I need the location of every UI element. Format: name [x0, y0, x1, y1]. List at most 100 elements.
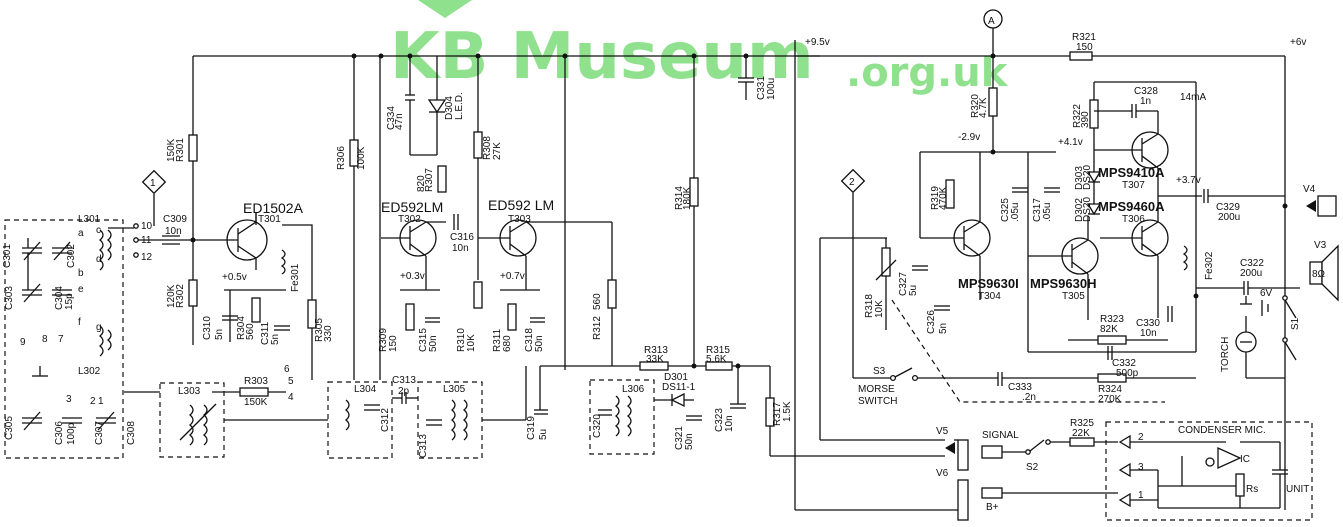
d303-type: DS20: [1082, 165, 1093, 190]
c323-value: 10n: [724, 415, 735, 432]
v4-jack-icon: [1306, 195, 1337, 217]
rail-plus6: +6v: [1290, 37, 1306, 48]
d304-label: D304: [444, 96, 455, 120]
t303-type: ED592 LM: [488, 197, 554, 213]
t302-ref: T302: [398, 214, 421, 225]
r308-value: 27K: [492, 142, 503, 160]
r321-label: R321: [1072, 32, 1096, 43]
c328-label: C328: [1134, 86, 1158, 97]
watermark-main: KB Museum: [390, 20, 814, 94]
t307-type: MPS9410A: [1098, 165, 1165, 180]
c322-value: 200u: [1240, 268, 1262, 279]
c301-label: C301: [2, 244, 13, 268]
pin-e: e: [78, 284, 84, 295]
pin-6: 6: [284, 364, 290, 375]
mic-title: CONDENSER MIC.: [1178, 425, 1266, 436]
d302-type: DS20: [1082, 197, 1093, 222]
t302-type: ED592LM: [381, 199, 443, 215]
r309-value: 150: [388, 335, 399, 352]
watermark: KB Museum .org.uk: [390, 0, 1009, 96]
c330-label: C330: [1136, 318, 1160, 329]
r323-value: 82K: [1100, 324, 1118, 335]
c326-value: 5n: [938, 323, 949, 334]
signal-label: SIGNAL: [982, 430, 1019, 441]
battery-6v-label: 6V: [1260, 288, 1273, 299]
t302-transistor: [381, 219, 446, 290]
s3-switch: [853, 367, 919, 382]
t305-ref: T305: [1062, 291, 1085, 302]
morse-switch-label: SWITCH: [858, 396, 897, 407]
r306-label: R306: [336, 146, 347, 170]
r314-value: 180K: [682, 186, 693, 210]
t307-ref: T307: [1122, 180, 1145, 191]
pin-12: 12: [141, 252, 153, 263]
c308-label: C308: [126, 421, 137, 445]
l302-label: L302: [78, 366, 101, 377]
ic-label: IC: [1240, 454, 1250, 465]
t306-ref: T306: [1122, 214, 1145, 225]
pin-2: 2: [90, 396, 96, 407]
mic-pin-3: 3: [1138, 462, 1144, 473]
c325-value: .05u: [1010, 203, 1021, 222]
r307-value: 820: [416, 175, 427, 192]
c318-value: 50n: [534, 335, 545, 352]
c312-label: C312: [380, 408, 391, 432]
fe302-label: Fe302: [1204, 251, 1215, 280]
c334-value: 47n: [394, 113, 405, 130]
r306-value: 100K: [356, 146, 367, 170]
c315-label: C315: [418, 328, 429, 352]
r325-label: R325: [1070, 418, 1094, 429]
c319-value: 5u: [538, 429, 549, 440]
c320-label: C320: [592, 414, 603, 438]
c321-value: 50n: [684, 433, 695, 450]
r318-label: R318: [864, 294, 875, 318]
t301-voltage: +0.5v: [222, 272, 247, 283]
c313-label: C313: [392, 375, 416, 386]
r305-value: 330: [323, 325, 334, 342]
watermark-leaf-icon: [418, 0, 472, 18]
unit-label: UNIT: [1286, 484, 1309, 495]
pin-g: g: [96, 322, 102, 333]
t303-transistor: [478, 219, 612, 290]
pin-5: 5: [288, 376, 294, 387]
c304-label: C304: [54, 286, 65, 310]
r313-value: 33K: [646, 354, 664, 365]
r311-label: R311: [492, 328, 503, 352]
r324-value: 270K: [1098, 394, 1122, 405]
t307-voltage: +4.1v: [1058, 137, 1083, 148]
t307-current: 14mA: [1180, 92, 1206, 103]
pin-4: 4: [288, 392, 294, 403]
t303-voltage: +0.7v: [500, 271, 525, 282]
c333-label: C333: [1008, 382, 1032, 393]
pin-3: 3: [66, 394, 72, 405]
c330-value: 10n: [1140, 328, 1157, 339]
rail-plus95: +9.5v: [805, 37, 830, 48]
node-2-label: 2: [849, 177, 855, 188]
t304-type: MPS9630I: [958, 276, 1019, 291]
mic-pin-2: 2: [1138, 432, 1144, 443]
s2-label: S2: [1026, 462, 1039, 473]
t303-ref: T303: [508, 214, 531, 225]
r301-value: 150K: [166, 138, 177, 162]
watermark-suffix: .org.uk: [846, 50, 1009, 96]
v3-label: V3: [1314, 240, 1327, 251]
c316-label: C316: [450, 232, 474, 243]
c327-label: C327: [898, 272, 909, 296]
l305-label: L305: [443, 384, 466, 395]
r318-value: 10K: [874, 300, 885, 318]
v5-label: V5: [936, 426, 949, 437]
l304-label: L304: [354, 384, 377, 395]
d302-diode: [1086, 182, 1102, 216]
c332-value: 500p: [1116, 368, 1139, 379]
v5-jack-icon: [945, 439, 969, 471]
r315-label: R315: [706, 345, 730, 356]
d304-type: L.E.D.: [454, 92, 465, 120]
l303-label: L303: [178, 386, 201, 397]
r310-label: R310: [456, 328, 467, 352]
c309-value: 10n: [165, 226, 182, 237]
r319-value: 470K: [938, 186, 949, 210]
r315-value: 5.6K: [706, 354, 727, 365]
c329-value: 200u: [1218, 212, 1240, 223]
pin-a: a: [78, 228, 84, 239]
